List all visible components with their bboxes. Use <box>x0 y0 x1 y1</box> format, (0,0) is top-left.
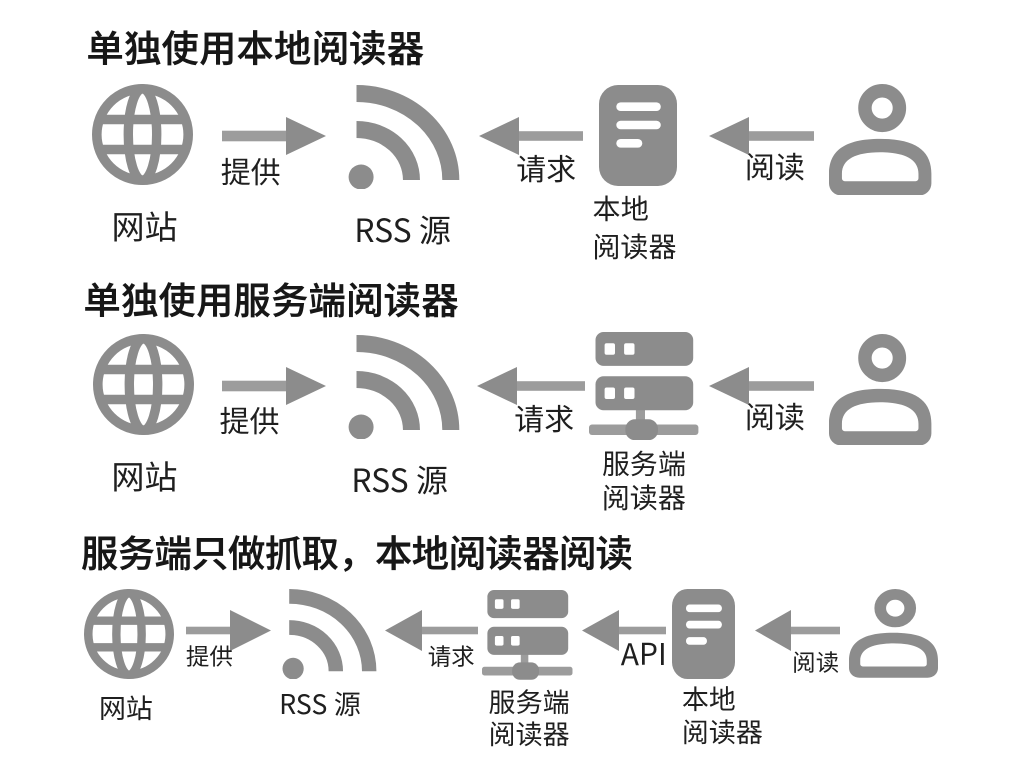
api-label-3: API <box>620 630 667 674</box>
read-label-3: 阅读 <box>792 643 840 678</box>
rss-label-1: RSS 源 <box>354 206 451 253</box>
provide-label-3: 提供 <box>185 638 233 673</box>
local-reader-icon <box>598 85 677 186</box>
provide-label-2: 提供 <box>219 397 280 441</box>
globe-icon <box>92 333 194 435</box>
server-reader-label-3: 服务端 阅读器 <box>488 681 570 752</box>
arrow-read-icon-2 <box>708 366 814 405</box>
section3-title: 服务端只做抓取，本地阅读器阅读 <box>81 522 633 578</box>
arrow-provide-icon-1 <box>222 116 326 155</box>
person-icon <box>829 83 932 195</box>
server-reader-icon <box>482 589 573 680</box>
person-icon <box>849 589 938 678</box>
arrow-request-icon-3 <box>384 610 478 651</box>
website-label-3: 网站 <box>98 686 153 726</box>
provide-label-1: 提供 <box>220 147 281 192</box>
read-label-2: 阅读 <box>744 393 805 438</box>
local-reader-label-3: 本地 阅读器 <box>681 678 763 751</box>
arrow-provide-icon-2 <box>222 366 326 405</box>
arrow-request-icon-2 <box>477 366 586 405</box>
section2-title: 单独使用服务端阅读器 <box>83 270 459 326</box>
arrow-provide-icon-3 <box>186 610 272 651</box>
server-reader-icon <box>588 331 699 440</box>
arrow-read-icon-3 <box>754 610 840 651</box>
website-label-1: 网站 <box>111 201 178 250</box>
rss-label-2: RSS 源 <box>351 456 448 503</box>
globe-icon <box>84 589 175 680</box>
arrow-read-icon-1 <box>708 116 814 155</box>
request-label-2: 请求 <box>514 394 575 439</box>
rss-icon <box>282 589 377 680</box>
globe-icon <box>92 83 193 185</box>
arrow-api-icon-3 <box>582 609 667 651</box>
local-reader-icon <box>672 588 735 679</box>
website-label-2: 网站 <box>111 451 178 500</box>
read-label-1: 阅读 <box>744 143 805 188</box>
person-icon <box>829 333 932 445</box>
rss-icon <box>348 84 459 189</box>
local-reader-label-1: 本地 阅读器 <box>592 188 677 266</box>
request-label-1: 请求 <box>516 144 577 189</box>
server-reader-label-2: 服务端 阅读器 <box>601 443 686 518</box>
section1-title: 单独使用本地阅读器 <box>86 17 425 73</box>
request-label-3: 请求 <box>427 638 475 673</box>
rss-label-3: RSS 源 <box>279 683 361 723</box>
arrow-request-icon-1 <box>478 116 583 155</box>
rss-icon <box>348 334 459 439</box>
